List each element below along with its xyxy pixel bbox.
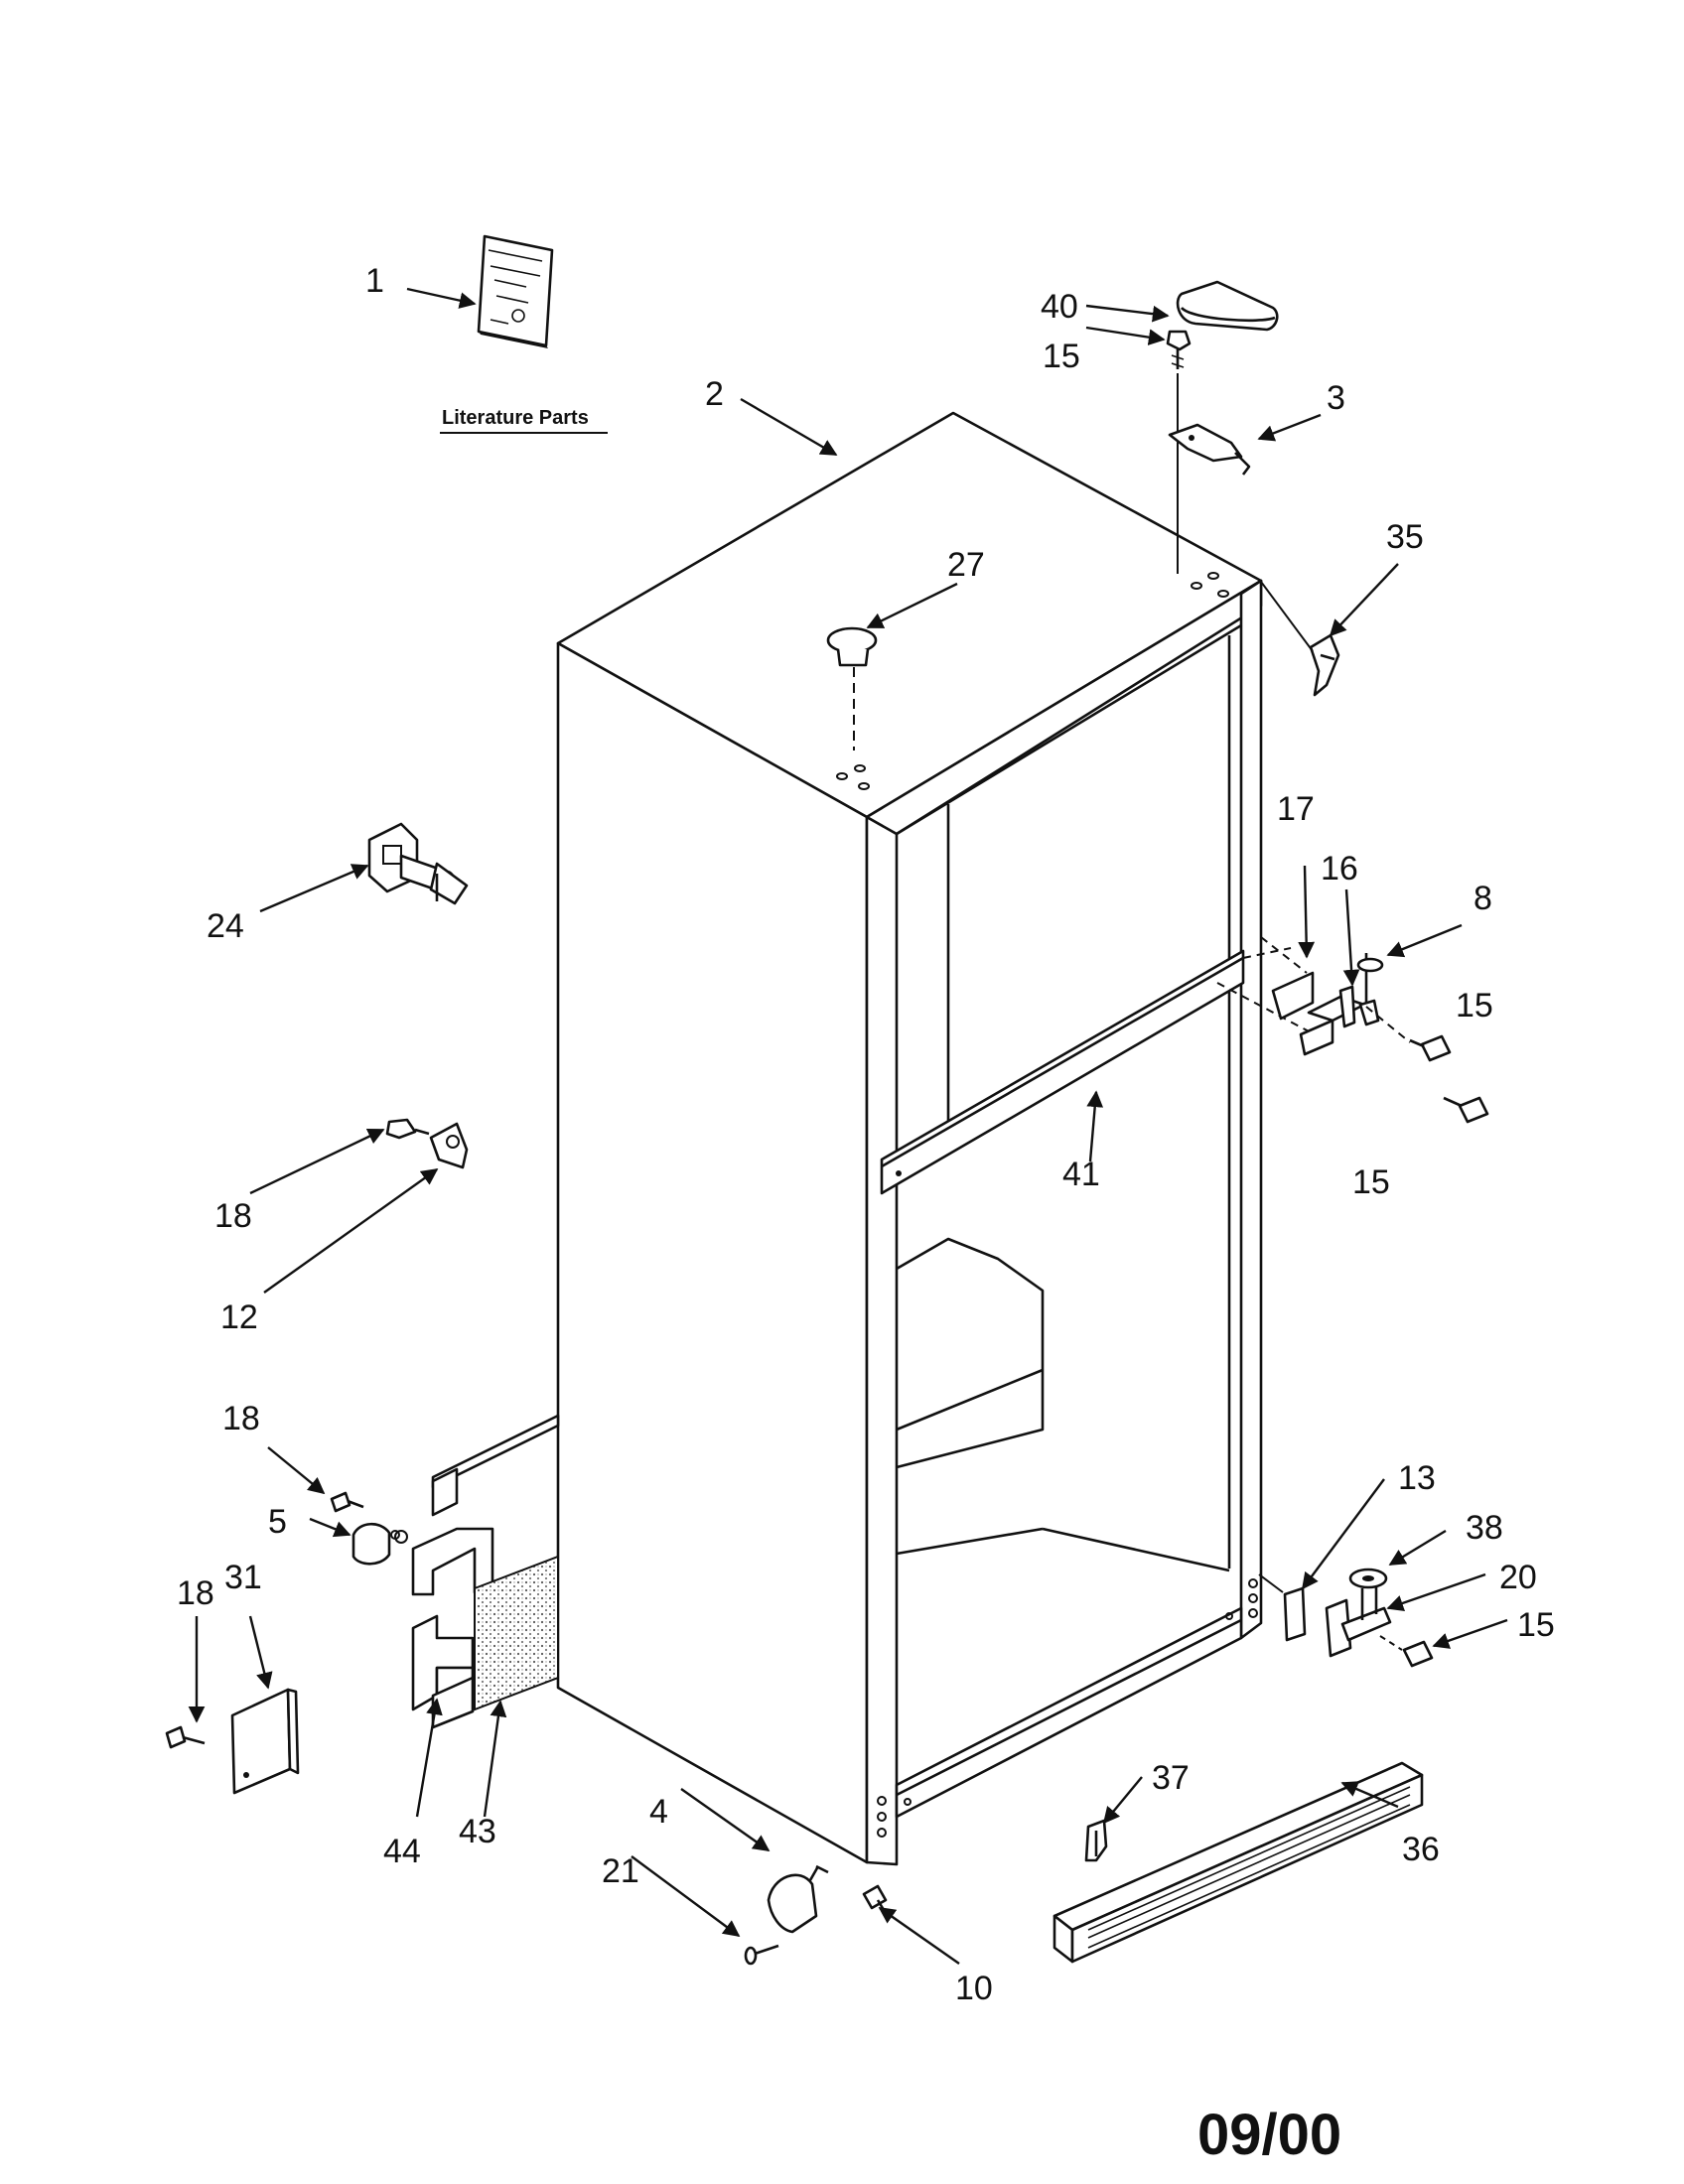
top-plug [826, 626, 878, 751]
callout-36: 36 [1402, 1831, 1440, 1868]
divider-rail [880, 947, 1312, 1195]
leveling-roller [767, 1864, 829, 1934]
callout-15-a: 15 [1456, 987, 1493, 1024]
callout-4: 4 [649, 1793, 668, 1831]
top-hinge [1168, 423, 1251, 476]
hinge-cover [1176, 280, 1279, 332]
callout-41: 41 [1062, 1156, 1100, 1193]
callout-43: 43 [459, 1813, 496, 1850]
literature-parts-label: Literature Parts [442, 407, 589, 429]
callout-15-top: 15 [1043, 338, 1080, 375]
callout-18-a: 18 [214, 1197, 252, 1235]
callout-16: 16 [1321, 850, 1358, 887]
top-screw [1166, 330, 1192, 574]
callout-8: 8 [1474, 880, 1492, 917]
leader-lines [188, 287, 1508, 1965]
callout-10: 10 [955, 1970, 993, 2007]
cable-clamp [351, 1522, 400, 1566]
hinge-trim [1309, 633, 1340, 697]
callout-40: 40 [1041, 288, 1078, 326]
callout-15-b: 15 [1352, 1163, 1390, 1201]
callout-3: 3 [1327, 379, 1345, 417]
toe-grille [1052, 1761, 1424, 1964]
screw-10 [862, 1884, 888, 1911]
callout-44: 44 [383, 1833, 421, 1870]
callout-18-c: 18 [177, 1574, 214, 1612]
callout-17: 17 [1277, 790, 1315, 828]
callout-18-b: 18 [222, 1400, 260, 1437]
callout-31: 31 [224, 1559, 262, 1596]
insulation-pad [474, 1555, 559, 1711]
callout-1: 1 [365, 262, 384, 300]
hinge-washer [1348, 1568, 1388, 1589]
callout-21: 21 [602, 1852, 639, 1890]
screw-15-right-c [1402, 1640, 1434, 1668]
screw-18-low [165, 1725, 206, 1749]
callout-35: 35 [1386, 518, 1424, 556]
callout-15-c: 15 [1517, 1606, 1555, 1644]
cabinet [556, 411, 1263, 1866]
center-hinge-right [1260, 936, 1411, 1056]
screw-15-right-a [1409, 1034, 1452, 1062]
callout-20: 20 [1499, 1559, 1537, 1596]
screw-15-right-b [1443, 1096, 1489, 1124]
date-code: 09/00 [1197, 2103, 1341, 2167]
grille-clip [1084, 1819, 1108, 1862]
screw-21 [744, 1944, 779, 1966]
callout-2: 2 [705, 375, 724, 413]
callout-37: 37 [1152, 1759, 1190, 1797]
callout-5: 5 [268, 1503, 287, 1541]
callout-13: 13 [1398, 1459, 1436, 1497]
callout-24: 24 [207, 907, 244, 945]
literature-booklet [477, 234, 554, 348]
side-cover [230, 1688, 300, 1795]
callout-38: 38 [1466, 1509, 1503, 1547]
center-hinge-left [385, 1118, 469, 1169]
bottom-hinge-right [1258, 1573, 1403, 1658]
callout-labels: 1 2 40 15 3 35 27 24 17 16 8 15 15 41 18… [177, 262, 1555, 2007]
callout-12: 12 [220, 1298, 258, 1336]
callout-27: 27 [947, 546, 985, 584]
screw-18-mid [330, 1491, 364, 1513]
door-stop-pin [367, 822, 469, 905]
